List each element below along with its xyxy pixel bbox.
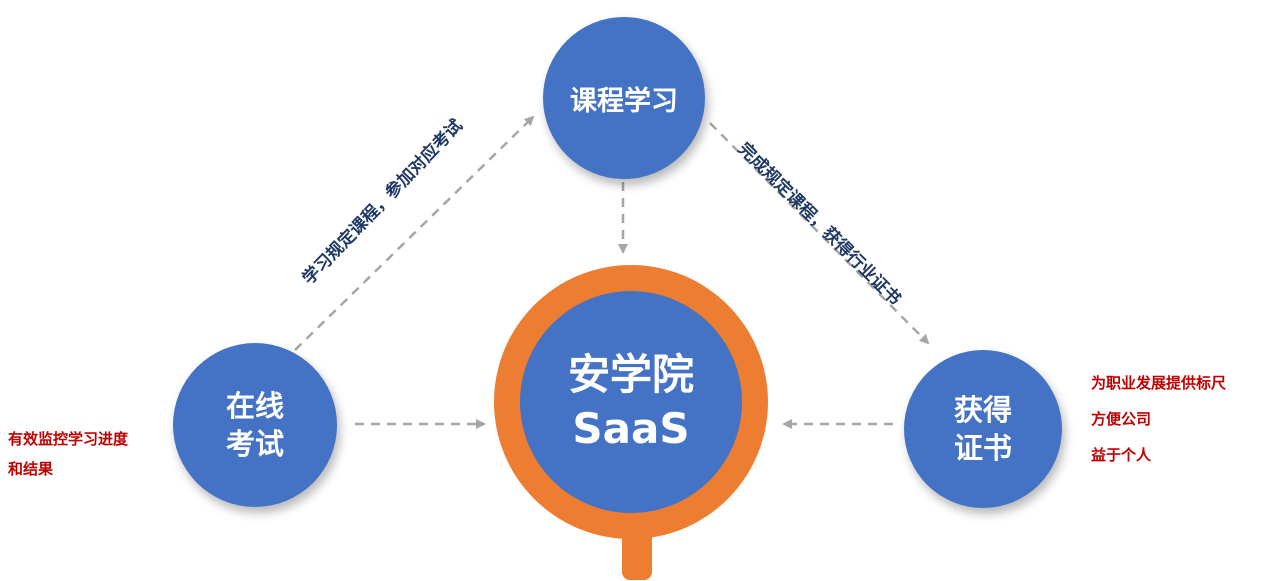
course-learning-label: 课程学习 xyxy=(570,85,678,117)
online-exam-node: 在线 考试 xyxy=(173,343,337,507)
saas-center-node: 安学院 SaaS xyxy=(520,291,742,513)
arrow-exam-to-course xyxy=(294,115,535,351)
get-certificate-label-line2: 证书 xyxy=(953,431,1012,465)
get-certificate-node: 获得 证书 xyxy=(904,350,1062,508)
certificate-benefit-line: 为职业发展提供标尺 xyxy=(1091,374,1227,392)
online-exam-label-line1: 在线 xyxy=(225,389,284,423)
exam-benefit-line: 和结果 xyxy=(8,460,54,478)
get-certificate-label-line1: 获得 xyxy=(953,393,1012,427)
saas-center-label-line1: 安学院 xyxy=(567,350,694,399)
certificate-benefit-note: 为职业发展提供标尺 方便公司 益于个人 xyxy=(1091,365,1226,473)
exam-benefit-note: 有效监控学习进度 和结果 xyxy=(8,424,128,484)
online-exam-label-line2: 考试 xyxy=(225,427,284,461)
saas-center-label-line2: SaaS xyxy=(572,404,690,453)
course-learning-node: 课程学习 xyxy=(543,17,705,179)
certificate-benefit-line: 益于个人 xyxy=(1091,446,1152,464)
arrow-course-to-cert xyxy=(709,122,930,345)
exam-benefit-line: 有效监控学习进度 xyxy=(8,430,129,448)
certificate-benefit-line: 方便公司 xyxy=(1091,410,1152,428)
